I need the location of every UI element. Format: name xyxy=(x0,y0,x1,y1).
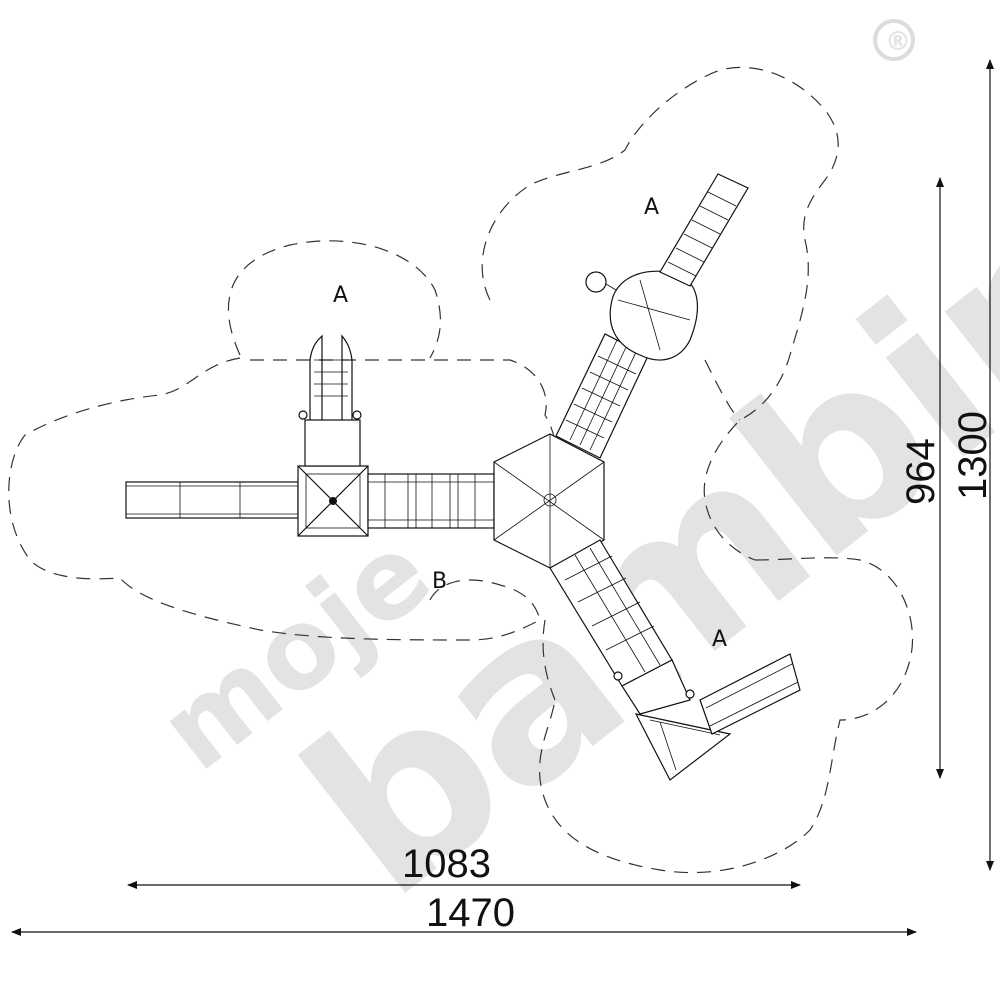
central-hex-tower xyxy=(493,433,605,569)
left-slide xyxy=(125,481,299,519)
left-tower xyxy=(297,465,369,537)
tunnel-bridge xyxy=(367,473,495,529)
upper-right-ladder xyxy=(659,173,749,287)
zone-label-a-bottom-right: A xyxy=(712,627,727,652)
zone-label-b: B xyxy=(432,569,447,594)
dimension-width-inner: 1083 xyxy=(127,842,801,889)
dimension-height-outer: 1300 xyxy=(951,59,995,871)
dimension-width-outer-label: 1470 xyxy=(426,891,515,935)
dimension-width-inner-label: 1083 xyxy=(402,842,491,886)
registered-mark-icon: ® xyxy=(873,19,915,61)
upper-right-tower xyxy=(585,270,698,361)
dimension-height-inner-label: 964 xyxy=(899,438,943,505)
lower-right-slide xyxy=(699,653,801,735)
safety-zone-left xyxy=(8,240,541,641)
top-left-slide xyxy=(298,334,362,467)
dimension-height-outer-label: 1300 xyxy=(951,411,995,500)
zone-label-a-top-right: A xyxy=(644,195,659,220)
dimension-height-inner: 964 xyxy=(899,177,944,779)
dimension-width-outer: 1470 xyxy=(11,891,917,936)
svg-text:®: ® xyxy=(885,27,911,57)
safety-zones xyxy=(8,66,914,874)
climbing-net-ramp xyxy=(555,333,649,459)
safety-zone-bottom-right xyxy=(538,557,914,874)
zone-label-a-left: A xyxy=(333,283,348,308)
safety-zone-center xyxy=(250,359,557,621)
lower-right-net-bridge xyxy=(549,539,673,687)
safety-zone-top-right xyxy=(481,66,839,561)
lower-right-tower xyxy=(613,659,732,781)
